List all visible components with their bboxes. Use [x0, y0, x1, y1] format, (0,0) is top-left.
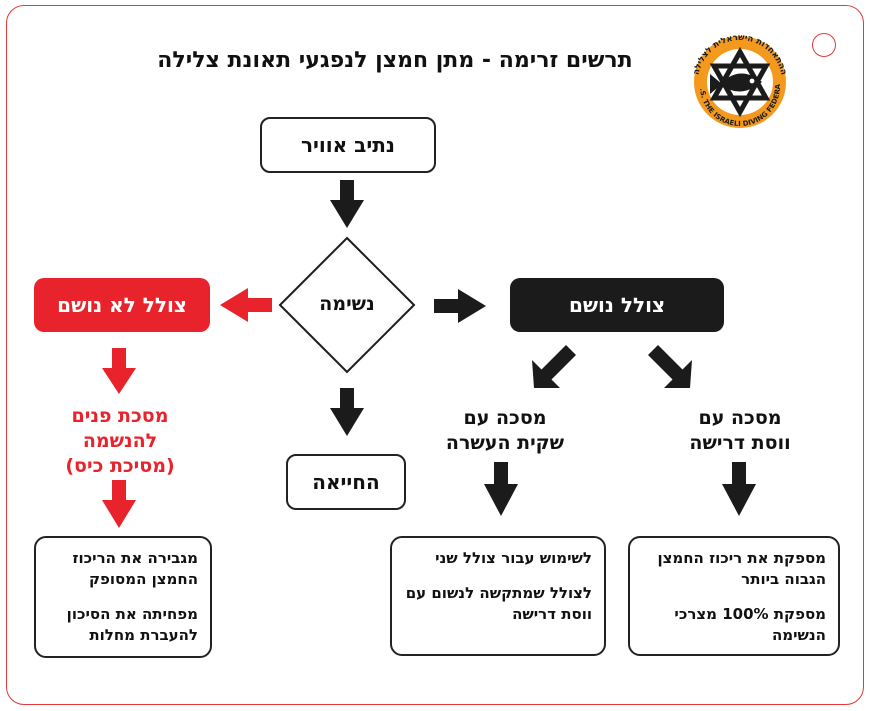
resuscitation-node: החייאה — [286, 454, 406, 510]
diagram-title: תרשים זרימה - מתן חמצן לנפגעי תאונת צליל… — [157, 48, 633, 73]
airway-node: נתיב אוויר — [260, 117, 436, 173]
arrow-to-breathing-diver — [434, 289, 486, 323]
info-middle-line-2: לצולל שמתקשה לנשום עם ווסת דרישה — [405, 584, 592, 623]
reservoir-mask-label: מסכה עם שקית העשרה — [420, 406, 590, 456]
reservoir-mask-line-2: שקית העשרה — [445, 432, 565, 454]
demand-mask-line-1: מסכה עם — [698, 407, 782, 429]
info-right-line-1: מספקת את ריכוז החמצן הגבוה ביותר — [657, 549, 826, 588]
arrow-to-reservoir-mask — [532, 345, 576, 388]
pocket-mask-line-1: מסכת פנים — [71, 405, 169, 427]
breathing-diver-node: צולל נושם — [510, 278, 724, 332]
arrow-to-resuscitation — [330, 388, 364, 436]
arrow-to-pocket-mask — [102, 348, 136, 394]
arrow-to-right-info — [722, 462, 756, 516]
arrow-to-left-info — [102, 480, 136, 528]
pocket-mask-label: מסכת פנים להנשמה (מסיכת כיס) — [40, 404, 200, 479]
demand-mask-line-2: ווסת דרישה — [689, 432, 791, 454]
breathing-diamond — [278, 236, 416, 374]
info-box-reservoir-mask: לשימוש עבור צולל שני לצולל שמתקשה לנשום … — [390, 536, 606, 656]
info-left-line-2: מפחיתה את הסיכון להעברת מחלות — [66, 605, 198, 644]
breathing-label: נשימה — [319, 293, 375, 315]
arrow-to-not-breathing — [220, 288, 272, 322]
arrow-to-middle-info — [484, 462, 518, 516]
arrow-airway-to-breathing — [330, 180, 364, 228]
not-breathing-node: צולל לא נושם — [34, 278, 210, 332]
pocket-mask-line-3: (מסיכת כיס) — [65, 455, 175, 477]
reservoir-mask-line-1: מסכה עם — [463, 407, 547, 429]
pocket-mask-line-2: להנשמה — [82, 430, 158, 452]
info-box-demand-mask: מספקת את ריכוז החמצן הגבוה ביותר מספקת 1… — [628, 536, 840, 656]
arrow-to-demand-mask — [648, 345, 692, 388]
info-box-pocket-mask: מגבירה את הריכוז החמצן המסופק מפחיתה את … — [34, 536, 212, 658]
diving-federation-logo: ההתאחדות הישראלית לצלילה C.M.A.S. THE IS… — [688, 34, 788, 128]
punch-hole — [812, 33, 836, 57]
info-middle-line-1: לשימוש עבור צולל שני — [435, 549, 592, 567]
info-left-line-1: מגבירה את הריכוז החמצן המסופק — [72, 549, 198, 588]
demand-mask-label: מסכה עם ווסת דרישה — [660, 406, 820, 456]
info-right-line-2: מספקת 100% מצרכי הנשימה — [674, 605, 826, 644]
